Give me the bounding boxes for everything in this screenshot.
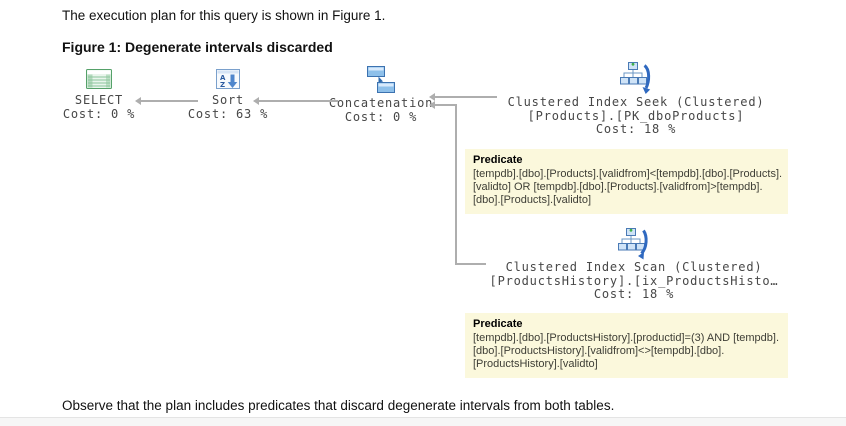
connector-line — [259, 100, 338, 102]
arrow-scan-to-concat — [429, 101, 435, 109]
operator-name: Clustered Index Seek (Clustered) — [507, 95, 765, 109]
connector-line — [141, 100, 198, 102]
operator-sort: A Z Sort Cost: 63 % — [168, 69, 288, 121]
tooltip-title: Predicate — [473, 318, 523, 330]
operator-clustered-index-scan: Clustered Index Scan (Clustered) [Produc… — [484, 228, 784, 302]
operator-cost: Cost: 63 % — [187, 106, 269, 121]
operator-name: Clustered Index Scan (Clustered) — [505, 260, 763, 274]
operator-cost: Cost: 18 % — [593, 287, 675, 301]
predicate-line: [tempdb].[dbo].[ProductsHistory].[produc… — [473, 332, 780, 344]
operator-cost: Cost: 0 % — [62, 106, 136, 121]
result-grid-icon — [86, 69, 112, 89]
clustered-index-seek-icon — [620, 62, 651, 94]
connector-line — [435, 104, 457, 106]
sort-icon: A Z — [216, 69, 240, 89]
operator-cost: Cost: 18 % — [595, 122, 677, 136]
svg-text:A: A — [220, 74, 226, 82]
predicate-line: [tempdb].[dbo].[Products].[validfrom]<[t… — [473, 168, 783, 180]
predicate-line: [validto] OR [tempdb].[dbo].[Products].[… — [473, 181, 763, 194]
closing-paragraph: Observe that the plan includes predicate… — [62, 398, 615, 413]
clustered-index-scan-icon — [618, 228, 648, 260]
connector-line — [455, 263, 486, 265]
scan-predicate-tooltip: Predicate [tempdb].[dbo].[ProductsHistor… — [465, 313, 788, 378]
intro-paragraph: The execution plan for this query is sho… — [62, 8, 386, 23]
operator-object: [ProductsHistory].[ix_ProductsHisto… — [489, 273, 779, 288]
predicate-line: [dbo].[Products].[validto] — [473, 194, 592, 207]
tooltip-title: Predicate — [473, 154, 523, 166]
svg-text:Z: Z — [220, 81, 226, 89]
operator-name: Sort — [211, 93, 245, 107]
seek-predicate-tooltip: Predicate [tempdb].[dbo].[Products].[val… — [465, 149, 788, 214]
operator-cost: Cost: 0 % — [344, 109, 418, 124]
operator-concatenation: Concatenation Cost: 0 % — [311, 66, 451, 124]
connector-line — [455, 104, 457, 265]
operator-name: SELECT — [74, 93, 124, 107]
operator-name: Concatenation — [328, 96, 434, 110]
bottom-divider-strip — [0, 417, 846, 426]
operator-object: [Products].[PK_dboProducts] — [527, 108, 745, 123]
arrow-concat-to-sort — [253, 97, 259, 105]
arrow-seek-to-concat — [429, 93, 435, 101]
predicate-line: [dbo].[ProductsHistory].[validfrom]<>[te… — [473, 345, 725, 358]
predicate-line: [ProductsHistory].[validto] — [473, 358, 598, 371]
operator-clustered-index-seek: Clustered Index Seek (Clustered) [Produc… — [486, 62, 786, 137]
concatenation-icon — [367, 66, 395, 93]
connector-line — [435, 96, 497, 98]
operator-select: SELECT Cost: 0 % — [39, 69, 159, 121]
arrow-sort-to-select — [135, 97, 141, 105]
figure-caption: Figure 1: Degenerate intervals discarded — [62, 39, 333, 55]
